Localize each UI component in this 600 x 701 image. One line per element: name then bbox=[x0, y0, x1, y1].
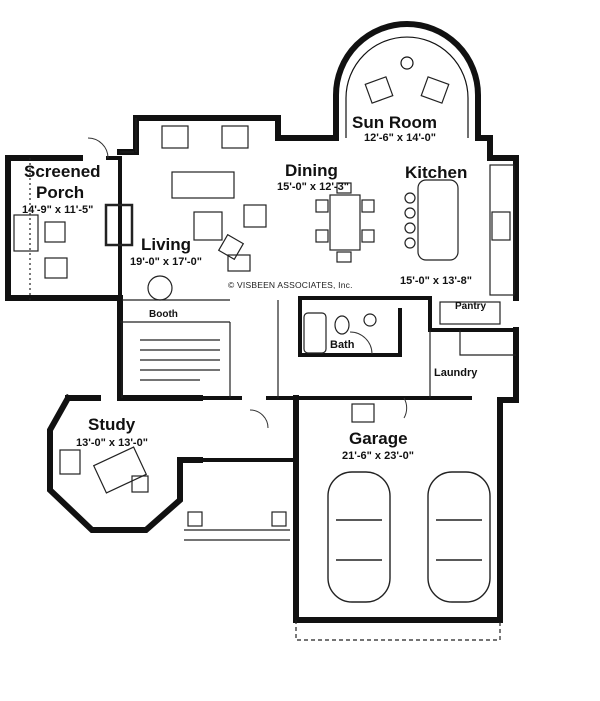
bath-fixtures bbox=[303, 312, 377, 423]
front-steps bbox=[184, 511, 290, 541]
sun-room-label: Sun Room bbox=[352, 113, 437, 132]
living-dims: 19'-0" x 17'-0" bbox=[130, 256, 202, 268]
copyright-credit: © VISBEEN ASSOCIATES, Inc. bbox=[228, 280, 353, 290]
sun-room-chairs bbox=[364, 76, 450, 104]
screened-porch-label-line2: Porch bbox=[36, 183, 85, 202]
pantry-label: Pantry bbox=[455, 301, 487, 312]
study-furniture bbox=[59, 446, 149, 494]
dining-table bbox=[315, 182, 375, 263]
living-furniture bbox=[104, 125, 267, 301]
garage-dims: 21'-6" x 23'-0" bbox=[342, 450, 414, 462]
porch-furniture bbox=[13, 214, 68, 279]
living-label: Living bbox=[141, 235, 192, 254]
study-dims: 13'-0" x 13'-0" bbox=[76, 437, 148, 449]
sun-room-bay bbox=[333, 21, 481, 138]
garage-label: Garage bbox=[349, 429, 408, 448]
kitchen-fixtures bbox=[404, 164, 515, 325]
screened-porch-label-line1: Screened bbox=[24, 162, 101, 181]
kitchen-dims: 15'-0" x 13'-8" bbox=[400, 275, 472, 287]
sun-room-dims: 12'-6" x 14'-0" bbox=[364, 132, 436, 144]
door-swings bbox=[87, 137, 408, 429]
bath-label: Bath bbox=[330, 339, 355, 351]
dining-dims: 15'-0" x 12'-3" bbox=[277, 181, 349, 193]
laundry-label: Laundry bbox=[434, 367, 478, 379]
screened-porch-dims: 14'-9" x 11'-5" bbox=[22, 204, 94, 216]
kitchen-label: Kitchen bbox=[405, 163, 468, 182]
booth-label: Booth bbox=[149, 309, 178, 320]
dining-label: Dining bbox=[285, 161, 338, 180]
study-label: Study bbox=[88, 415, 136, 434]
interior-lines bbox=[29, 118, 516, 641]
garage-cars bbox=[327, 471, 491, 603]
